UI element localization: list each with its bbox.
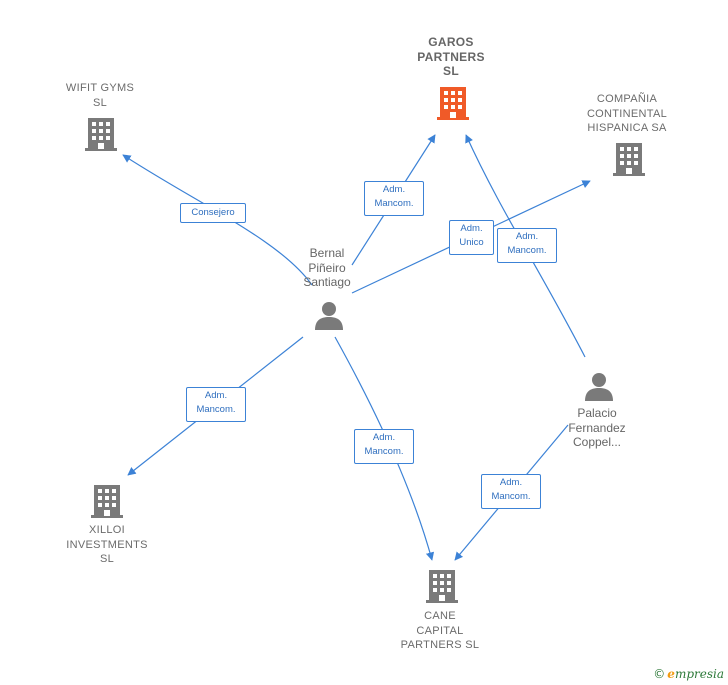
edge-label-adm-mancom-xilloi[interactable]: Adm. Mancom. <box>186 387 246 422</box>
building-icon-wifit[interactable] <box>85 116 117 152</box>
edge-label-adm-unico[interactable]: Adm. Unico <box>449 220 494 255</box>
node-label-garos[interactable]: GAROS PARTNERS SL <box>417 35 485 78</box>
node-label-palacio[interactable]: Palacio Fernandez Coppel... <box>568 406 626 449</box>
building-icon-garos[interactable] <box>437 85 469 121</box>
building-icon-xilloi[interactable] <box>91 483 123 519</box>
building-icon-cane[interactable] <box>426 568 458 604</box>
person-icon-palacio[interactable] <box>584 371 614 401</box>
brand-initial: e <box>667 667 675 681</box>
node-label-compania[interactable]: COMPAÑIA CONTINENTAL HISPANICA SA <box>586 93 668 134</box>
building-icon-compania[interactable] <box>613 141 645 177</box>
edge-label-adm-mancom-palacio-cane[interactable]: Adm. Mancom. <box>481 474 541 509</box>
edge-label-adm-mancom-garos[interactable]: Adm. Mancom. <box>364 181 424 216</box>
edge-label-consejero[interactable]: Consejero <box>180 203 246 223</box>
empresia-logo: ©empresia <box>653 667 724 681</box>
node-label-bernal[interactable]: Bernal Piñeiro Santiago <box>303 246 351 289</box>
node-label-cane[interactable]: CANE CAPITAL PARTNERS SL <box>400 610 480 651</box>
edge-label-adm-mancom-palacio-garos[interactable]: Adm. Mancom. <box>497 228 557 263</box>
node-label-wifit[interactable]: WIFIT GYMS SL <box>65 82 135 109</box>
edge-label-adm-mancom-cane[interactable]: Adm. Mancom. <box>354 429 414 464</box>
brand-name: mpresia <box>674 667 724 681</box>
node-label-xilloi[interactable]: XILLOI INVESTMENTS SL <box>66 524 148 565</box>
copyright-symbol: © <box>653 667 666 681</box>
person-icon-bernal[interactable] <box>314 300 344 330</box>
